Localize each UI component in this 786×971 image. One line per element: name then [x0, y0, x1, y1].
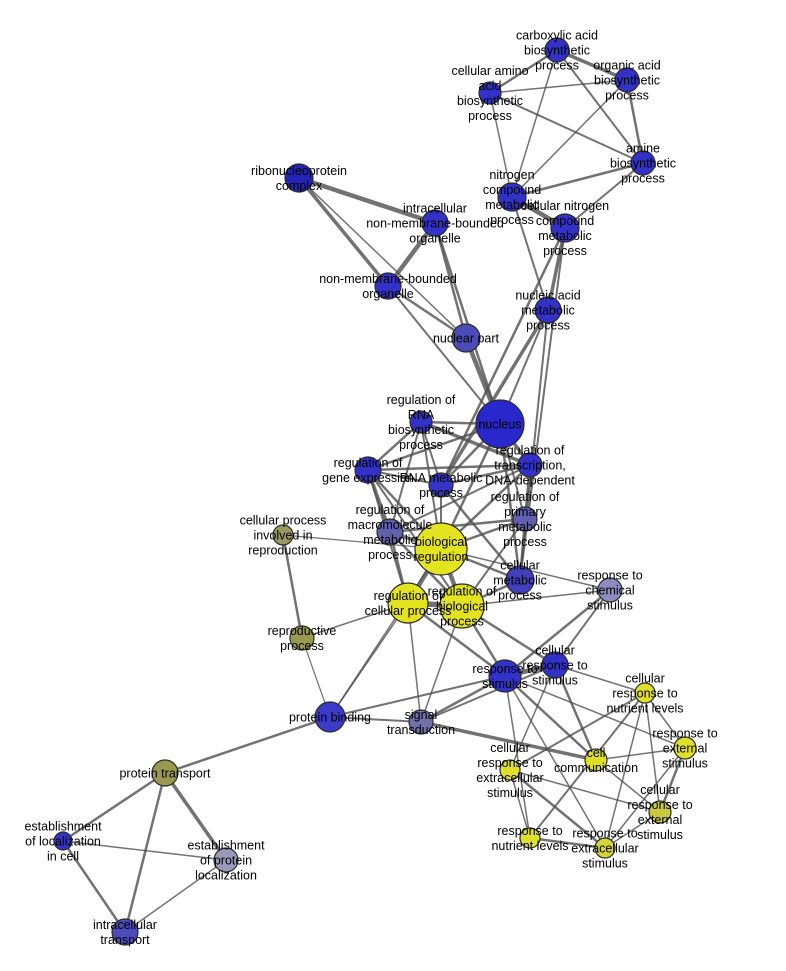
- edge-rna-metab--cellular-metab[interactable]: [439, 483, 522, 582]
- edge-resp-stimulus--resp-extracellular[interactable]: [504, 675, 606, 849]
- node-cell-communication[interactable]: [584, 748, 608, 772]
- edge-organic-acid--amino-acid[interactable]: [489, 79, 628, 94]
- node-ribonucleoprotein[interactable]: [284, 163, 314, 193]
- node-amine[interactable]: [630, 150, 656, 176]
- node-reg-primary-metab[interactable]: [512, 506, 538, 532]
- edge-resp-chemical--resp-stimulus[interactable]: [503, 588, 612, 678]
- node-rna-metab[interactable]: [428, 472, 454, 498]
- node-cellular-resp-nutrient[interactable]: [634, 682, 656, 704]
- edge-nucleic-acid-metab--rna-metab[interactable]: [439, 308, 550, 487]
- edge-reg-primary-metab--reg-macromolecule[interactable]: [388, 517, 527, 534]
- node-signal-transduction[interactable]: [408, 709, 434, 735]
- edge-amine--nitrogen-compound[interactable]: [510, 161, 645, 199]
- node-reproductive-process[interactable]: [289, 625, 315, 651]
- edge-amino-acid--amine[interactable]: [489, 92, 644, 164]
- edge-resp-stimulus--cell-communication[interactable]: [503, 674, 598, 762]
- node-cell-process-reproduction[interactable]: [272, 524, 294, 546]
- edge-resp-external--cell-communication[interactable]: [595, 747, 686, 761]
- node-protein-transport[interactable]: [151, 759, 179, 787]
- node-intracellular-transport[interactable]: [111, 918, 139, 946]
- node-resp-stimulus[interactable]: [488, 659, 522, 693]
- node-nmb-organelle[interactable]: [374, 272, 402, 300]
- edge-ribonucleoprotein--nmb-organelle[interactable]: [297, 176, 390, 288]
- edge-protein-transport--est-protein-localization[interactable]: [163, 771, 228, 862]
- node-cellular-resp-external[interactable]: [648, 800, 672, 824]
- edge-protein-transport--intracellular-transport[interactable]: [123, 771, 167, 934]
- edge-resp-nutrient-levels--resp-extracellular[interactable]: [528, 836, 607, 850]
- edge-ribonucleoprotein--nuclear-part[interactable]: [298, 177, 467, 339]
- edge-cellular-nitrogen--rna-metab[interactable]: [439, 226, 567, 487]
- edge-est-localization-cell--intracellular-transport[interactable]: [61, 839, 127, 934]
- node-nucleus[interactable]: [475, 399, 525, 449]
- node-est-protein-localization[interactable]: [213, 847, 239, 873]
- node-reg-macromolecule[interactable]: [376, 518, 404, 546]
- node-organic-acid[interactable]: [614, 67, 640, 93]
- edge-carboxylic-acid--organic-acid[interactable]: [555, 48, 629, 82]
- edge-organic-acid--nitrogen-compound[interactable]: [511, 79, 628, 198]
- node-biological-regulation[interactable]: [414, 522, 468, 576]
- node-intracellular-organelle[interactable]: [421, 209, 449, 237]
- edge-resp-stimulus--resp-external[interactable]: [504, 675, 686, 749]
- edge-reg-rna-biosynth--reg-transcription[interactable]: [419, 420, 532, 467]
- edge-organic-acid--amine[interactable]: [625, 78, 645, 165]
- node-nitrogen-compound[interactable]: [497, 182, 527, 212]
- edge-cellular-resp-nutrient--resp-extracellular[interactable]: [604, 692, 646, 849]
- edge-cell-communication--signal-transduction[interactable]: [419, 720, 598, 762]
- edge-cellular-resp-stimulus--signal-transduction[interactable]: [420, 664, 556, 723]
- edge-cellular-resp-nutrient--cellular-resp-extracellular[interactable]: [509, 692, 646, 771]
- edge-amino-acid--nitrogen-compound[interactable]: [489, 92, 513, 198]
- edge-resp-stimulus--resp-nutrient-levels[interactable]: [504, 675, 531, 839]
- edge-carboxylic-acid--nitrogen-compound[interactable]: [511, 49, 558, 198]
- node-cellular-resp-stimulus[interactable]: [541, 651, 569, 679]
- node-cellular-resp-extracellular[interactable]: [499, 759, 521, 781]
- edge-est-protein-localization--intracellular-transport[interactable]: [124, 859, 227, 933]
- node-cellular-nitrogen[interactable]: [550, 213, 580, 243]
- node-resp-nutrient-levels[interactable]: [519, 827, 541, 849]
- edge-reg-gene-expression--reg-biological-process[interactable]: [367, 469, 463, 607]
- edge-cell-communication--cellular-resp-external[interactable]: [595, 759, 661, 813]
- edge-est-localization-cell--est-protein-localization[interactable]: [62, 840, 227, 861]
- edge-cellular-resp-stimulus--cell-communication[interactable]: [553, 663, 598, 762]
- node-carboxylic-acid[interactable]: [544, 37, 570, 63]
- node-cellular-metab[interactable]: [505, 565, 535, 595]
- node-resp-extracellular[interactable]: [594, 837, 616, 859]
- edge-cellular-resp-stimulus--cellular-resp-nutrient[interactable]: [554, 664, 646, 694]
- edge-resp-chemical--reg-biological-process[interactable]: [461, 589, 611, 607]
- node-est-localization-cell[interactable]: [53, 831, 73, 851]
- node-amino-acid[interactable]: [478, 81, 502, 105]
- edge-protein-binding--biological-regulation[interactable]: [329, 548, 442, 718]
- edge-reg-transcription--rna-metab[interactable]: [439, 463, 532, 487]
- node-nucleic-acid-metab[interactable]: [534, 296, 562, 324]
- edge-nmb-organelle--nucleus[interactable]: [387, 285, 501, 425]
- edge-cellular-resp-extracellular--resp-nutrient-levels[interactable]: [509, 769, 531, 839]
- edge-protein-transport--est-localization-cell[interactable]: [61, 771, 167, 843]
- edge-resp-external--resp-extracellular[interactable]: [604, 747, 686, 849]
- edge-reg-transcription--reg-gene-expression[interactable]: [366, 463, 532, 472]
- node-nuclear-part[interactable]: [451, 323, 481, 353]
- edge-carboxylic-acid--amino-acid[interactable]: [488, 48, 559, 95]
- node-reg-transcription[interactable]: [517, 452, 543, 478]
- node-reg-cellular-process[interactable]: [387, 582, 429, 624]
- node-resp-external[interactable]: [673, 736, 697, 760]
- edge-resp-chemical--cellular-resp-stimulus[interactable]: [554, 589, 611, 666]
- edge-nucleus--cellular-metab[interactable]: [498, 422, 522, 582]
- edge-cell-process-reproduction--reproductive-process[interactable]: [281, 533, 304, 640]
- node-reg-biological-process[interactable]: [439, 583, 485, 629]
- edge-cellular-resp-extracellular--cellular-resp-external[interactable]: [509, 769, 661, 813]
- edge-nmb-organelle--nuclear-part[interactable]: [386, 284, 468, 340]
- edge-nitrogen-compound--nucleic-acid-metab[interactable]: [511, 196, 549, 311]
- edge-layer: [61, 48, 687, 934]
- edge-protein-binding--protein-transport[interactable]: [163, 715, 332, 775]
- node-layer: [53, 37, 697, 946]
- node-resp-chemical[interactable]: [597, 577, 623, 603]
- node-reg-gene-expression[interactable]: [354, 456, 382, 484]
- edge-ribonucleoprotein--intracellular-organelle[interactable]: [296, 175, 438, 226]
- node-reg-rna-biosynth[interactable]: [409, 410, 433, 434]
- edge-amine--cellular-nitrogen[interactable]: [564, 162, 644, 229]
- edge-cellular-resp-extracellular--resp-extracellular[interactable]: [508, 768, 607, 850]
- node-protein-binding[interactable]: [314, 701, 346, 733]
